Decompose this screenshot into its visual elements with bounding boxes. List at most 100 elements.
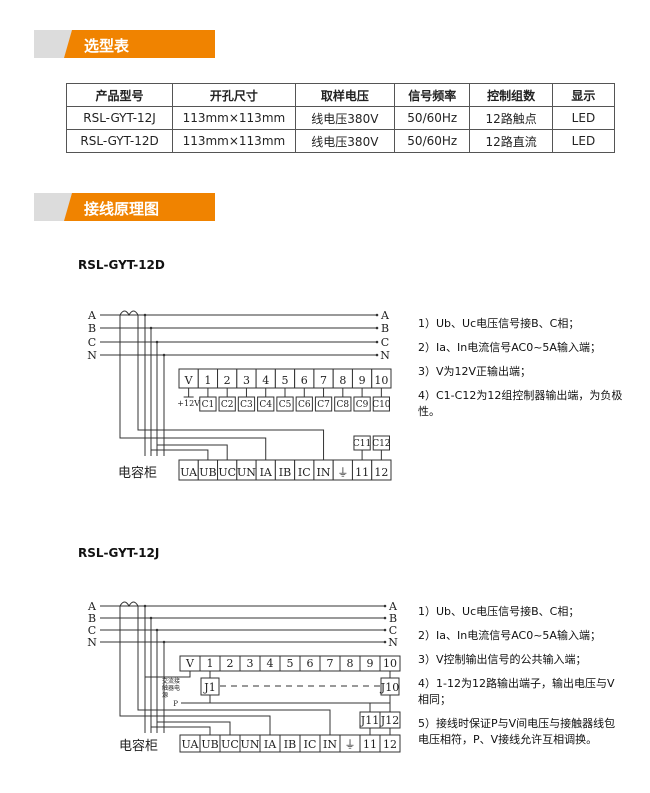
relay-j1-label: J1 [203, 681, 215, 694]
bottom-terminal-label: UB [199, 466, 216, 479]
bottom-terminal-label: UC [221, 738, 239, 751]
relay-j10-label: J10 [380, 681, 399, 694]
bottom-terminal-label: UA [180, 466, 198, 479]
bottom-terminal-label: IN [323, 738, 337, 751]
wire [157, 444, 228, 460]
bottom-terminal-label: IB [279, 466, 291, 479]
c-terminal-label: C4 [259, 400, 272, 410]
top-terminal-label: 2 [227, 657, 234, 670]
phase-label-left: N [87, 636, 97, 649]
junction-dot [149, 326, 153, 330]
phase-label-right: N [388, 636, 398, 649]
phase-label-left: B [88, 612, 96, 625]
top-terminal-label: 1 [207, 657, 214, 670]
bottom-terminal-label: IC [298, 466, 311, 479]
c-terminal [372, 396, 390, 412]
section-title: 接线原理图 [84, 200, 160, 218]
note-item: 1）Ub、Uc电压信号接B、C相； [418, 605, 580, 618]
note-item: 3）V为12V正输出端； [418, 365, 532, 378]
terminal-dot [383, 640, 387, 644]
current-transformer-icon [119, 601, 139, 608]
bottom-terminal-label: IC [304, 738, 317, 751]
phase-label-left: C [88, 336, 96, 349]
junction-dot [155, 628, 159, 632]
top-terminal-label: 10 [374, 374, 388, 387]
terminal-dot [383, 616, 387, 620]
junction-dot [155, 340, 159, 344]
section-banner-wiring: 接线原理图 [34, 193, 215, 221]
bottom-terminal-label: 11 [355, 466, 369, 479]
coil-label: 交流接 [162, 677, 180, 685]
junction-dot [162, 640, 166, 644]
c-terminal-label: C5 [279, 400, 292, 410]
top-terminal-label: 5 [287, 657, 294, 670]
c-terminal [257, 396, 275, 412]
phase-label-right: B [381, 322, 389, 335]
bottom-terminal-label: UB [201, 738, 218, 751]
c-terminal-label: C1 [202, 400, 215, 410]
bottom-terminal-label: UN [241, 738, 260, 751]
terminal-dot [383, 628, 387, 632]
wire [137, 315, 325, 460]
bottom-terminal [379, 734, 401, 753]
note-item: 3）V控制输出信号的公共输入端； [418, 653, 587, 666]
junction-dot [162, 353, 166, 357]
top-terminal-label: 4 [262, 374, 269, 387]
phase-label-left: B [88, 322, 96, 335]
terminal-dot [375, 313, 379, 317]
c-terminal [237, 396, 256, 412]
coil-label: 触器电 [162, 684, 180, 692]
wire [145, 671, 191, 678]
phase-label-right: C [389, 624, 397, 637]
phase-label-left: A [87, 600, 97, 613]
bottom-terminal-label: IA [260, 466, 273, 479]
wire [151, 726, 211, 735]
top-terminal-label: 8 [339, 374, 346, 387]
table-cell: 线电压380V [294, 106, 396, 130]
c-terminal-label: C2 [221, 400, 234, 410]
c-terminal [276, 396, 294, 412]
phase-label-left: C [88, 624, 96, 637]
note-item: 4）C1-C12为12组控制器输出端，为负极性。 [418, 389, 623, 418]
top-terminal-label: 2 [224, 374, 231, 387]
notes-d: 1）Ub、Uc电压信号接B、C相；2）Ia、In电流信号AC0~5A输入端；3）… [418, 316, 628, 428]
table-cell: 12路直流 [469, 129, 553, 153]
table-cell: 线电压380V [294, 129, 396, 153]
top-terminal-label: 9 [367, 657, 374, 670]
bottom-terminal-label: ⏚ [345, 738, 356, 751]
note-item: 2）Ia、In电流信号AC0~5A输入端； [418, 341, 601, 354]
column-header: 取样电压 [294, 83, 396, 107]
top-terminal-label: 7 [327, 657, 334, 670]
c-terminal [353, 396, 371, 412]
bottom-terminal-label: 12 [374, 466, 388, 479]
c-terminal-label: C3 [240, 400, 253, 410]
cabinet-label: 电容柜 [119, 738, 158, 754]
c-terminal [295, 396, 313, 412]
bottom-terminal-label: 12 [383, 738, 397, 751]
top-terminal-label: V [185, 657, 195, 670]
section-title: 选型表 [84, 37, 130, 55]
bottom-terminal-label: UN [237, 466, 256, 479]
top-terminal-label: 6 [307, 657, 314, 670]
coil-label: 源 [162, 691, 168, 699]
c-terminal-label: C8 [337, 400, 350, 410]
top-terminal-label: V [184, 374, 194, 387]
junction-dot [143, 313, 147, 317]
top-terminal-label: 3 [247, 657, 254, 670]
wire [157, 721, 231, 735]
table-cell: LED [551, 129, 616, 153]
c-terminal-label: C11 [353, 439, 371, 449]
wire [137, 606, 331, 735]
phase-label-right: C [381, 336, 389, 349]
wire [119, 606, 271, 735]
top-terminal-label: 4 [267, 657, 274, 670]
bottom-terminal-label: IB [284, 738, 296, 751]
relay-j11-label: J11 [360, 714, 379, 727]
top-terminal-label: 7 [320, 374, 327, 387]
p-label: P [173, 700, 178, 708]
bottom-terminal-label: ⏚ [337, 466, 348, 479]
